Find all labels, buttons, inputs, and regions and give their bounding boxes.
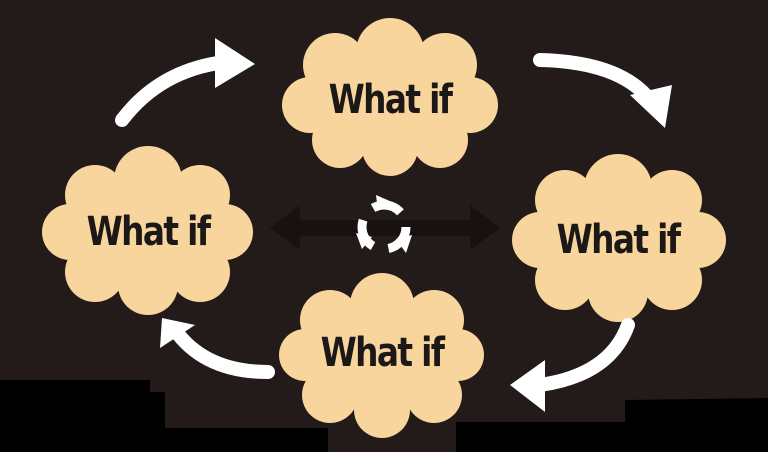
cloud-top <box>282 18 498 176</box>
node-label-right: What if <box>556 217 681 263</box>
node-label-top: What if <box>328 77 453 123</box>
arrow-right-to-bottom[interactable] <box>510 318 635 412</box>
faint-double-arrow-icon <box>270 205 500 250</box>
cloud-bottom <box>279 273 484 438</box>
node-label-left: What if <box>86 209 211 255</box>
cycle-arrows-icon <box>356 195 412 254</box>
node-label-bottom: What if <box>320 330 445 376</box>
cloud-right <box>512 154 726 322</box>
arrow-bottom-to-left[interactable] <box>160 318 275 379</box>
cloud-left <box>42 146 253 315</box>
arrow-top-to-right[interactable] <box>533 53 672 128</box>
arrow-left-to-top[interactable] <box>115 38 255 127</box>
